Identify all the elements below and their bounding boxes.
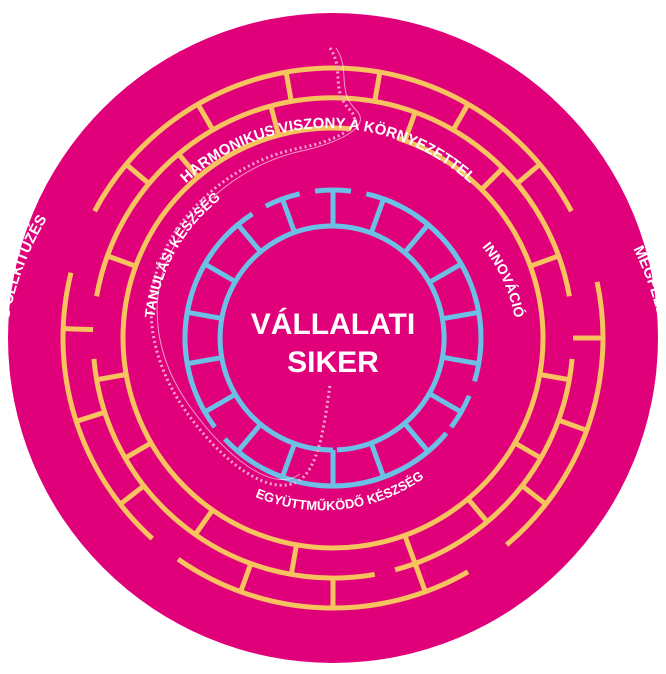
blue-ring-spoke-cap — [264, 191, 301, 209]
outer-ring-connector — [515, 162, 542, 186]
outer-ring-connector — [118, 483, 146, 507]
blue-ring-spoke — [368, 442, 386, 478]
outer-ring-connector — [412, 562, 428, 593]
outer-ring-connector — [372, 71, 383, 103]
middle-ring-connector — [402, 534, 418, 565]
middle-ring-connector — [513, 440, 543, 461]
middle-ring-connector — [479, 166, 505, 192]
outer-ring-arc — [92, 65, 574, 213]
center-title-line1: VÁLLALATI — [251, 307, 415, 341]
blue-ring-spoke — [403, 422, 431, 454]
outer-ring-connector — [124, 162, 151, 186]
outer-ring-connector — [75, 409, 106, 424]
blue-ring-spoke — [428, 391, 463, 415]
middle-ring-arc — [91, 358, 376, 581]
center-title-line2: SIKER — [287, 346, 379, 379]
blue-ring-spoke — [442, 354, 480, 367]
blue-outer-arc — [382, 196, 484, 352]
middle-ring-connector — [123, 440, 153, 461]
blue-ring-spoke — [442, 309, 480, 322]
outer-ring-arc — [60, 272, 154, 541]
middle-ring-connector — [268, 105, 282, 136]
blue-ring-spoke — [186, 309, 224, 322]
outer-ring-connector — [520, 483, 548, 507]
middle-ring-connector — [96, 372, 127, 383]
blue-ring-spoke — [280, 442, 298, 478]
middle-ring-connector — [193, 508, 215, 537]
middle-ring-connector — [529, 253, 560, 269]
winding-path — [149, 47, 356, 487]
blue-ring-spoke — [428, 261, 463, 285]
blue-outer-arc — [182, 222, 240, 414]
outer-ring-connector — [238, 562, 254, 593]
outer-ring-arc — [504, 281, 606, 547]
blue-ring-spoke — [280, 198, 298, 234]
inner-yellow-ring-arc — [120, 135, 546, 551]
blue-ring-spoke — [203, 261, 238, 285]
inner-maze-ring — [182, 187, 484, 489]
middle-ring-arc — [94, 95, 572, 297]
middle-ring-arc — [394, 358, 575, 573]
middle-ring-connector — [176, 152, 200, 179]
blue-ring-spoke-cap — [449, 394, 472, 429]
blue-outer-arc — [236, 431, 449, 489]
outer-ring-connector — [283, 71, 294, 103]
inner-yellow-ring-arc — [120, 125, 352, 339]
outer-ring-arc — [176, 557, 470, 611]
middle-ring-connector — [402, 111, 418, 142]
blue-ring-arc — [217, 223, 447, 453]
winding-path-shadow — [156, 47, 361, 480]
outer-ring-connector — [195, 102, 216, 132]
blue-ring-spoke-cap — [314, 187, 352, 194]
blue-ring-spoke — [403, 222, 431, 254]
blue-ring-spoke — [368, 198, 386, 234]
middle-ring-connector — [466, 497, 490, 524]
middle-ring-connector — [539, 372, 570, 383]
middle-ring-connector — [106, 253, 137, 269]
blue-ring-spoke — [235, 422, 263, 454]
outer-maze-rings — [60, 65, 606, 611]
blue-ring-spoke — [203, 391, 238, 415]
blue-ring-spoke — [186, 354, 224, 367]
outer-ring-connector — [557, 417, 588, 433]
middle-ring-connector — [288, 544, 299, 575]
outer-ring-connector — [450, 102, 471, 132]
blue-ring-spoke — [235, 222, 263, 254]
outer-ring-connector — [63, 326, 94, 333]
